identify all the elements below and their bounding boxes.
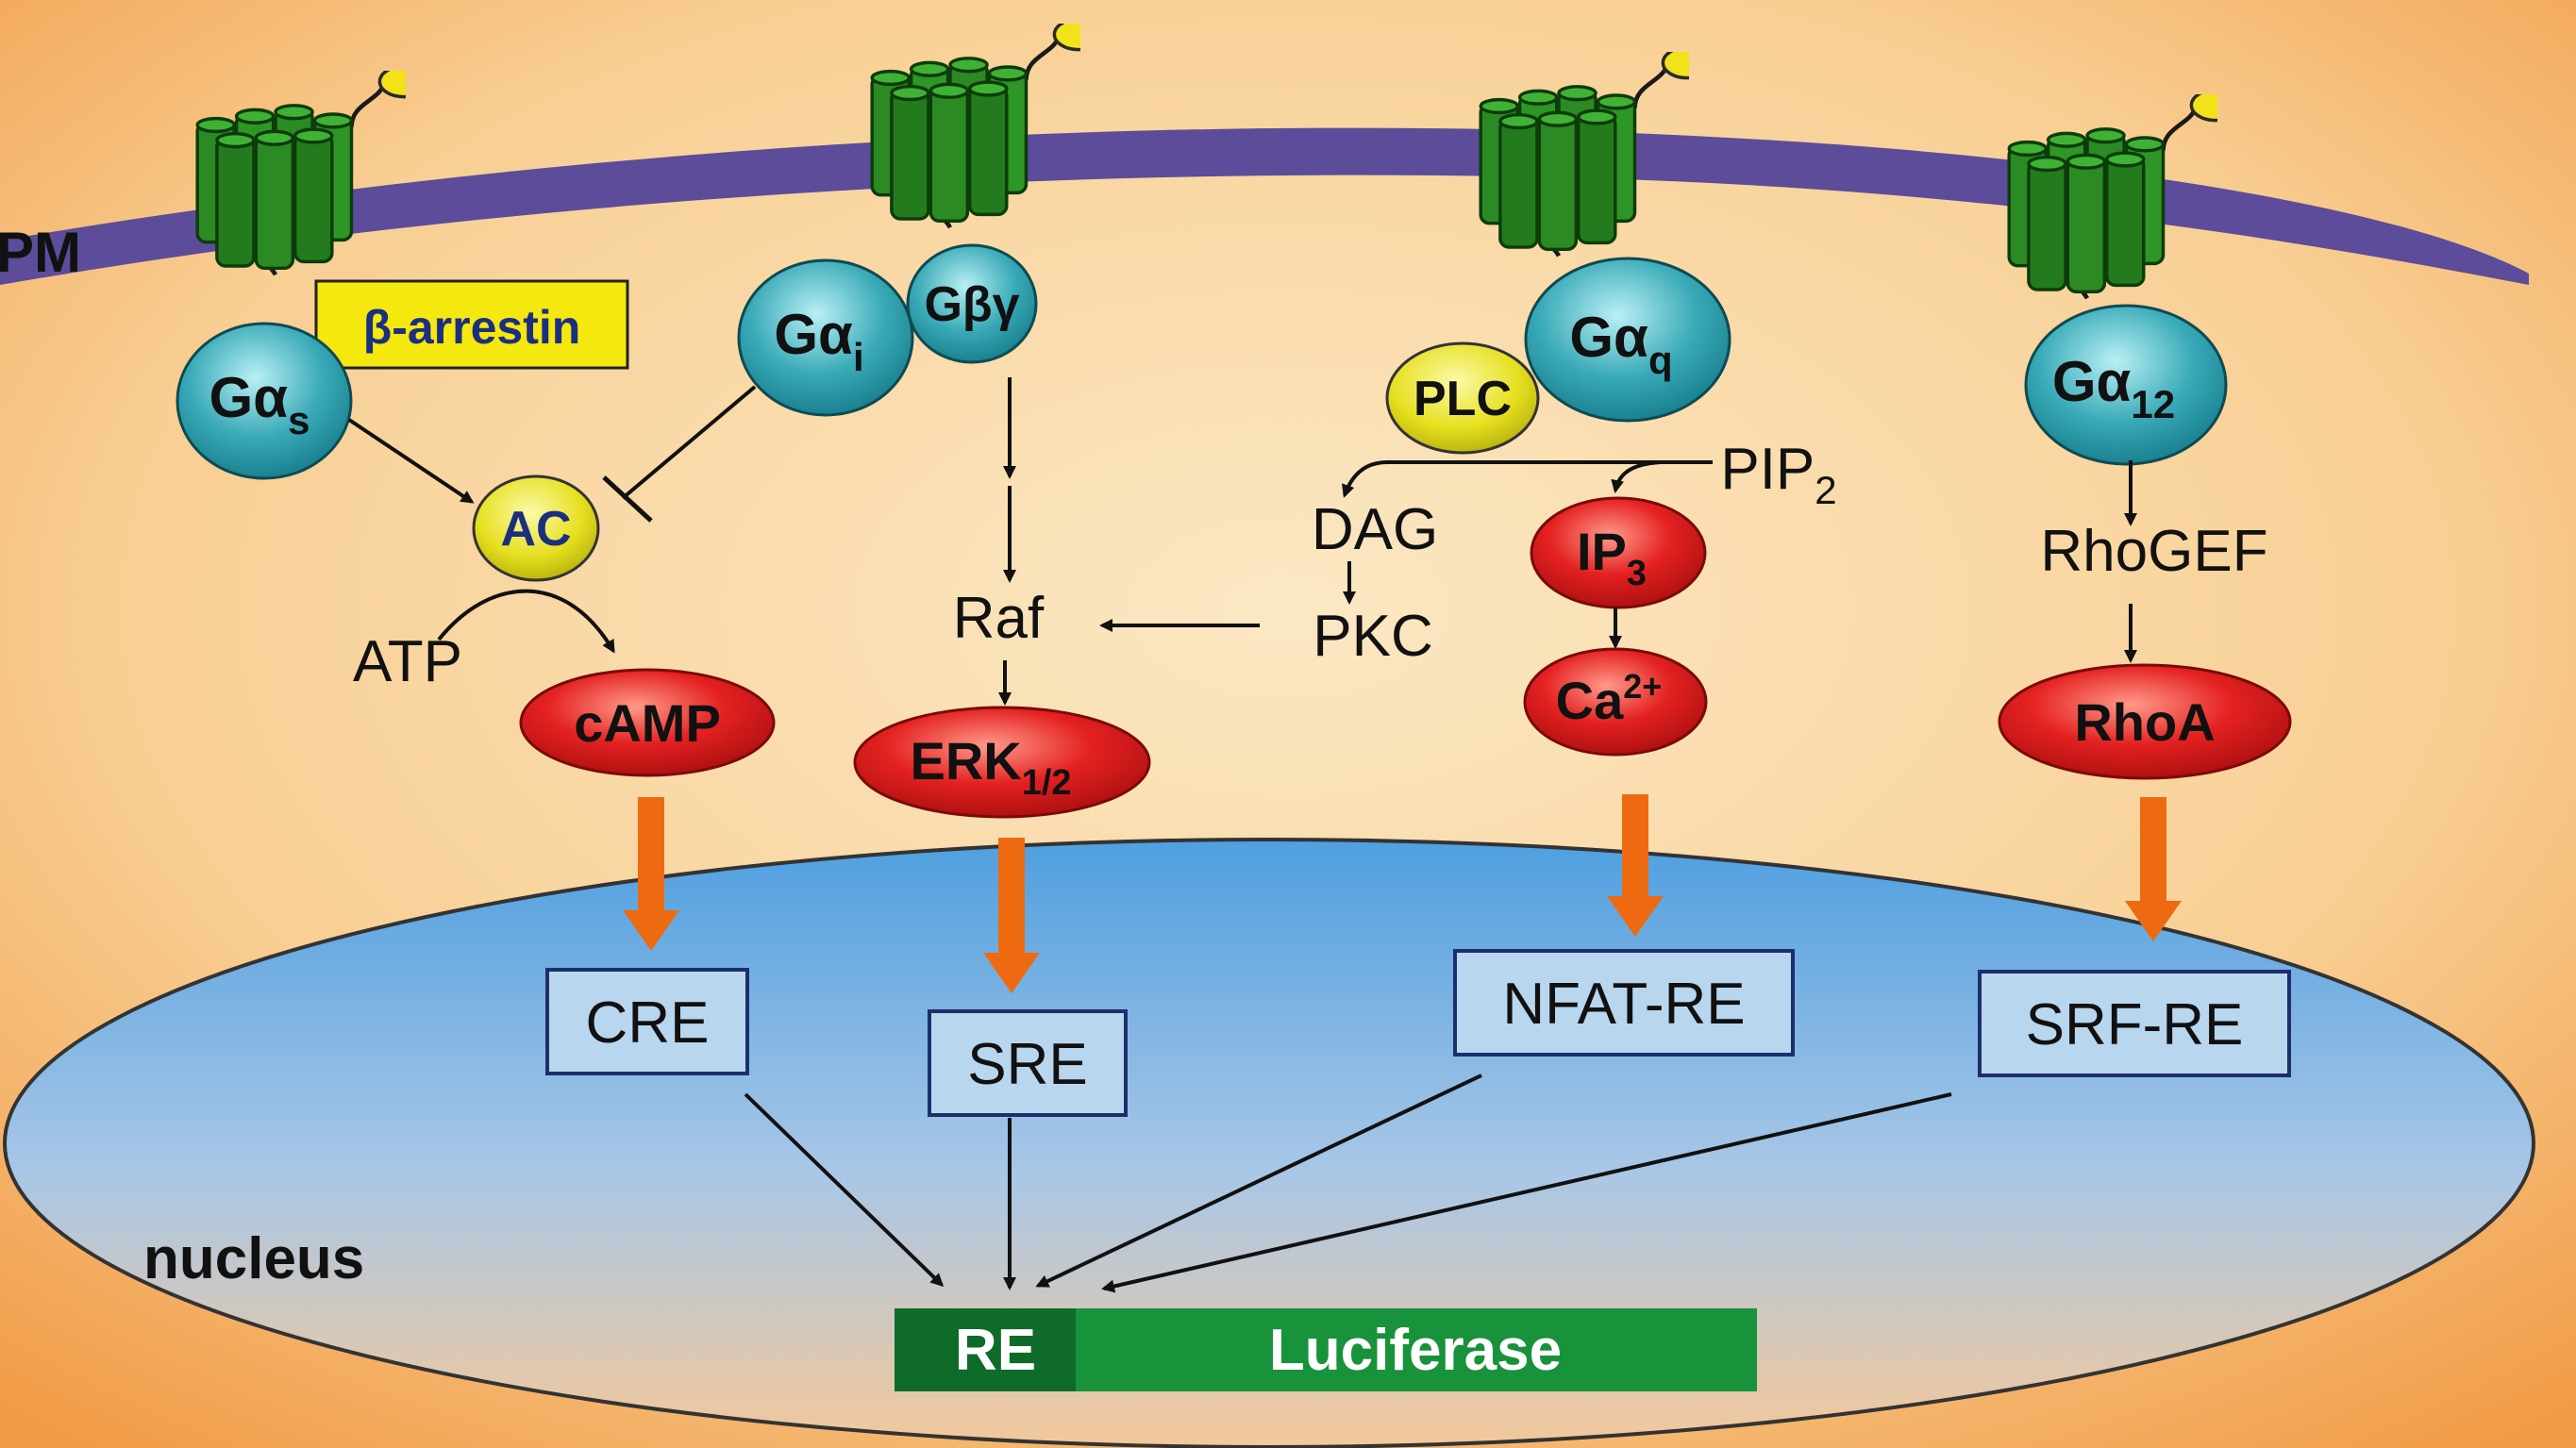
- g-alpha-q: Gαq: [1524, 257, 1731, 423]
- g-alpha-s-label: Gα: [209, 366, 289, 429]
- ip3-node: IP3: [1530, 496, 1707, 609]
- arrow-atp-to-camp: [437, 589, 615, 654]
- erk-node: ERK1/2: [853, 706, 1151, 819]
- camp-label: cAMP: [574, 693, 721, 753]
- ip3-subscript: 3: [1627, 554, 1647, 593]
- arrow-gas-to-ac: [347, 418, 475, 504]
- svg-text:IP3: IP3: [1577, 522, 1647, 593]
- ac-label: AC: [500, 502, 571, 557]
- arrow-cre-to-re: [744, 1092, 945, 1288]
- arrow-srf-to-re: [1101, 1092, 1952, 1293]
- svg-text:PIP2: PIP2: [1720, 437, 1836, 512]
- g-alpha-i-subscript: i: [853, 335, 864, 379]
- g-alpha-s: Gαs: [176, 322, 353, 480]
- luciferase-label: Luciferase: [1269, 1318, 1562, 1383]
- orange-arrowhead-sre: [983, 953, 1040, 993]
- erk-subscript: 1/2: [1022, 763, 1072, 803]
- g-beta-gamma-label: Gβγ: [924, 277, 1019, 332]
- svg-text:Gαi: Gαi: [774, 303, 863, 379]
- sre-label: SRE: [967, 1032, 1087, 1097]
- luciferase-reporter: RE Luciferase: [895, 1308, 1757, 1391]
- re-label: RE: [955, 1318, 1036, 1383]
- g-alpha-12-label: Gα: [2052, 350, 2132, 413]
- reporter-arrows: [744, 1074, 1952, 1293]
- luciferase-segment: [1076, 1308, 1757, 1391]
- dag-label: DAG: [1312, 497, 1438, 562]
- rhogef-label: RhoGEF: [2040, 519, 2267, 584]
- inhibition-gai-to-ac: [621, 385, 757, 500]
- svg-text:Gαq: Gαq: [1569, 306, 1672, 382]
- nfat-re-box: NFAT-RE: [1453, 949, 1795, 1057]
- plc-label: PLC: [1413, 372, 1512, 426]
- srf-re-box: SRF-RE: [1978, 970, 2291, 1077]
- g-alpha-s-subscript: s: [288, 398, 309, 442]
- cre-label: CRE: [586, 990, 710, 1056]
- orange-arrowhead-cre: [623, 910, 679, 951]
- nfat-re-label: NFAT-RE: [1502, 972, 1745, 1037]
- camp-node: cAMP: [519, 668, 776, 777]
- calcium-label: Ca: [1556, 671, 1624, 730]
- arrow-nfat-to-re: [1035, 1074, 1482, 1288]
- phospholipase-c: PLC: [1385, 341, 1540, 455]
- membrane-label: PM: [0, 221, 81, 284]
- g-beta-gamma: Gβγ: [906, 243, 1038, 364]
- orange-arrowhead-nfat: [1607, 896, 1664, 937]
- sre-box: SRE: [928, 1009, 1128, 1117]
- adenylyl-cyclase: AC: [472, 474, 600, 582]
- calcium-node: Ca2+: [1523, 647, 1708, 757]
- g-alpha-12: Gα12: [2024, 304, 2228, 466]
- srf-re-label: SRF-RE: [2026, 992, 2244, 1057]
- plasma-membrane: [0, 127, 2529, 285]
- nuclear-signal-arrows: [638, 794, 2166, 962]
- g-alpha-q-subscript: q: [1648, 338, 1673, 382]
- g-alpha-i: Gαi: [737, 258, 914, 417]
- re-segment: [895, 1308, 1076, 1391]
- svg-text:Ca2+: Ca2+: [1556, 667, 1663, 730]
- arrow-pip2-to-dag: [1342, 460, 1713, 498]
- pathway-arrows: [347, 377, 2137, 706]
- arrow-pip2-to-ip3: [1611, 460, 1662, 493]
- nucleus-label: nucleus: [143, 1226, 364, 1291]
- orange-arrowhead-srf: [2125, 901, 2182, 941]
- inhibition-bar: [602, 475, 653, 523]
- rhoa-label: RhoA: [2074, 692, 2215, 752]
- g-alpha-q-label: Gα: [1569, 306, 1648, 369]
- pip2-subscript: 2: [1815, 468, 1836, 512]
- calcium-superscript: 2+: [1623, 667, 1662, 706]
- beta-arrestin-label: β-arrestin: [363, 301, 581, 354]
- beta-arrestin-box: [314, 279, 629, 370]
- rhoa-node: RhoA: [1998, 663, 2292, 780]
- erk-label: ERK: [910, 731, 1021, 791]
- g-alpha-i-label: Gα: [774, 303, 853, 366]
- ip3-label: IP: [1577, 522, 1627, 581]
- cre-box: CRE: [545, 968, 749, 1075]
- atp-label: ATP: [353, 629, 462, 694]
- raf-label: Raf: [953, 586, 1045, 651]
- svg-text:Gαs: Gαs: [209, 366, 310, 442]
- svg-text:ERK1/2: ERK1/2: [910, 731, 1071, 803]
- pip2-label: PIP: [1720, 437, 1815, 502]
- g-alpha-12-subscript: 12: [2131, 382, 2175, 426]
- svg-text:Gα12: Gα12: [2052, 350, 2175, 426]
- pkc-label: PKC: [1313, 604, 1432, 669]
